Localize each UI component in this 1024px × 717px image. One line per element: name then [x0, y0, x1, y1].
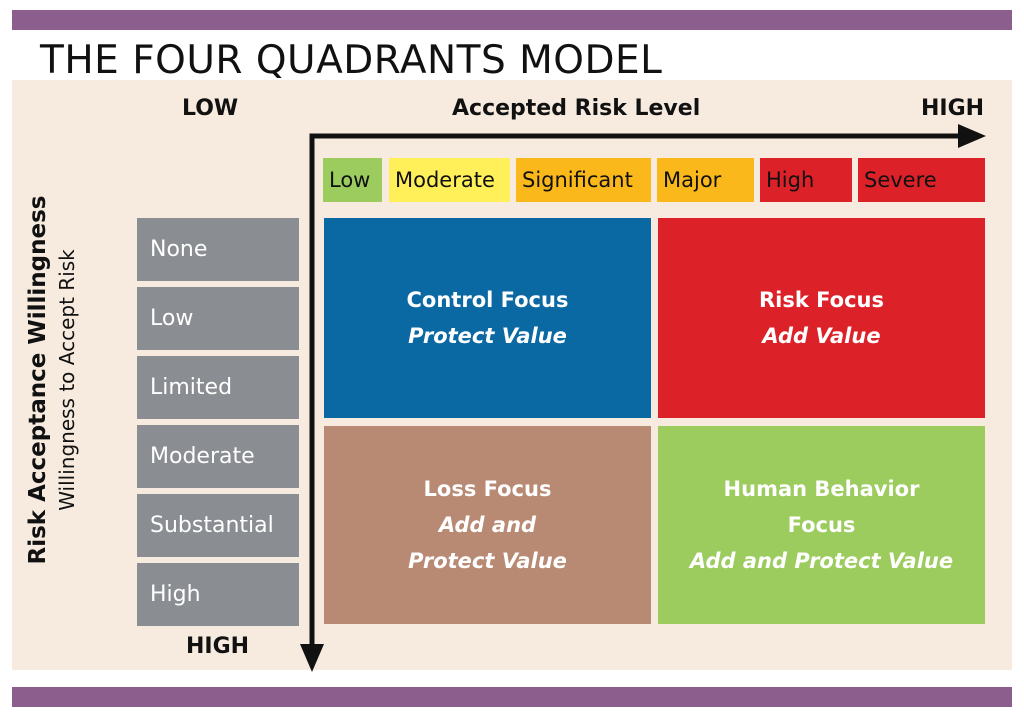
y-arrowhead-icon [300, 644, 324, 672]
risk-level-major: Major [657, 158, 754, 202]
quadrant-loss-subtitle-2: Protect Value [408, 549, 567, 573]
risk-level-moderate: Moderate [389, 158, 510, 202]
willingness-high: High [137, 563, 299, 626]
y-axis-high-label: HIGH [186, 634, 250, 659]
risk-level-severe: Severe [858, 158, 985, 202]
quadrant-risk-title: Risk Focus [759, 288, 884, 312]
quadrant-control-title: Control Focus [406, 288, 569, 312]
willingness-low: Low [137, 287, 299, 350]
quadrant-human-behavior-focus: Human Behavior Focus Add and Protect Val… [658, 426, 985, 624]
x-arrowhead-icon [958, 124, 986, 148]
quadrant-human-title-2: Focus [787, 513, 856, 537]
quadrant-control-subtitle: Protect Value [408, 324, 567, 348]
quadrant-loss-focus: Loss Focus Add and Protect Value [324, 426, 651, 624]
quadrant-loss-title: Loss Focus [423, 477, 552, 501]
quadrant-risk-focus: Risk Focus Add Value [658, 218, 985, 418]
quadrant-risk-subtitle: Add Value [762, 324, 881, 348]
willingness-moderate: Moderate [137, 425, 299, 488]
quadrant-human-subtitle: Add and Protect Value [689, 549, 954, 573]
willingness-limited: Limited [137, 356, 299, 419]
willingness-substantial: Substantial [137, 494, 299, 557]
willingness-none: None [137, 218, 299, 281]
x-axis-title: Accepted Risk Level [452, 96, 701, 121]
risk-level-significant: Significant [516, 158, 651, 202]
top-band [12, 10, 1012, 30]
quadrant-loss-subtitle-1: Add and [438, 513, 537, 537]
x-axis-high-label: HIGH [921, 96, 985, 121]
page-title: THE FOUR QUADRANTS MODEL [40, 38, 663, 83]
quadrant-human-title-1: Human Behavior [723, 477, 920, 501]
risk-level-high: High [760, 158, 852, 202]
x-axis-low-label: LOW [182, 96, 239, 121]
bottom-band [12, 687, 1012, 707]
quadrant-control-focus: Control Focus Protect Value [324, 218, 651, 418]
risk-level-low: Low [323, 158, 382, 202]
